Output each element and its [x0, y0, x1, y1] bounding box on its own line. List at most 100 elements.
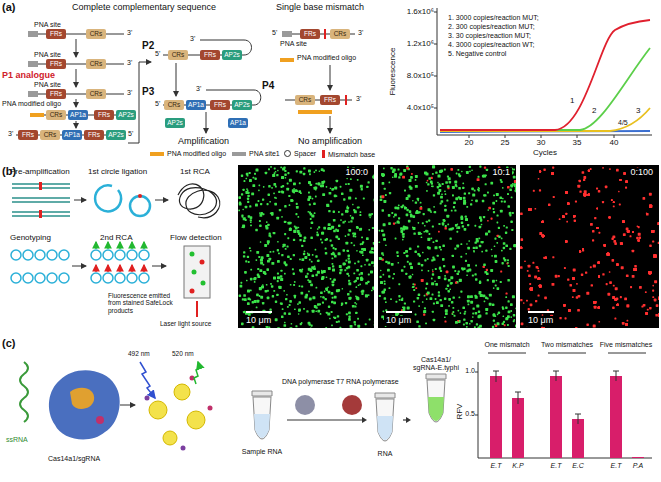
step-name: 1st circle ligation	[88, 167, 147, 176]
section-title: Single base mismatch	[276, 2, 364, 12]
segment-box: AP2s	[165, 118, 185, 128]
curve-number: 2	[592, 106, 596, 115]
segment-box: FRs	[18, 130, 38, 140]
segment-label: FRs	[204, 52, 216, 59]
rca-chains	[11, 250, 149, 283]
segment-box: FRs	[46, 89, 66, 99]
segment-label: FRs	[304, 31, 316, 38]
part-label: Laser light source	[160, 320, 211, 327]
tick-label: 1.2x10⁶	[407, 39, 434, 48]
tick-label: 8.0x10⁵	[407, 71, 434, 80]
part-label: ssRNA	[6, 436, 28, 444]
strand-end: 3'	[127, 59, 132, 67]
step-arrows	[76, 39, 330, 143]
category-label: E.T	[611, 462, 622, 470]
tick-label: 25	[501, 138, 510, 147]
green-probes	[96, 242, 144, 249]
pna-oligos	[30, 58, 332, 117]
preamplification-drawing	[12, 182, 70, 218]
error-bars	[493, 371, 619, 424]
legend-swatch	[150, 152, 164, 156]
panel-letter: (a)	[2, 1, 15, 14]
segment-label: CRs	[168, 102, 181, 109]
segment-box: AP2s	[116, 110, 136, 120]
tube-icon	[424, 373, 448, 431]
series-note: 5. Negative control	[448, 50, 506, 58]
ratio-label: 100:0	[343, 168, 370, 178]
segment-label: FRs	[50, 61, 62, 68]
legend-text: PNA modified oligo	[167, 150, 226, 157]
oligo-label: PNA modified oligo	[2, 100, 61, 108]
legend-item: PNA site1	[232, 150, 280, 157]
flow-particles	[190, 252, 206, 294]
segment-label: FRs	[50, 91, 62, 98]
tick-label: 40	[610, 138, 619, 147]
segment-box: FRs	[84, 130, 104, 140]
tube-label: RNA	[378, 450, 393, 458]
arrow-line	[287, 419, 362, 420]
cas14a1-protein	[49, 370, 120, 439]
t7-polymerase-icon	[342, 395, 362, 415]
step-name: Genotyping	[10, 233, 51, 242]
rca-product	[178, 184, 220, 218]
step-name: Flow detection	[170, 233, 222, 242]
scale-label: 10 μm	[244, 316, 273, 326]
segment-label: CRs	[172, 52, 185, 59]
result-label: No amplification	[298, 136, 362, 146]
reporter-beads	[149, 384, 205, 445]
flow-channel	[184, 246, 210, 298]
tick-label: 20	[465, 138, 474, 147]
strand-end: 5'	[272, 29, 277, 37]
part-label: DNA polymerase	[282, 378, 335, 386]
site-label: PNA site	[34, 81, 61, 89]
reaction-tube: Cas14a1/ sgRNA-E.typhi	[412, 356, 460, 431]
amplification-curves	[440, 20, 650, 132]
flow-arrow	[287, 417, 367, 423]
ratio-label: 0:100	[628, 168, 655, 178]
category-label: E.T	[551, 462, 562, 470]
tube-icon	[250, 390, 274, 448]
chart-axes	[434, 8, 652, 138]
excitation-light	[140, 362, 155, 398]
legend-text: Spacer	[294, 150, 316, 157]
legend-item: PNA modified oligo	[150, 150, 226, 157]
segment-box: CRs	[86, 89, 106, 99]
segment-label: CRs	[50, 112, 63, 119]
segment-box: CRs	[295, 95, 315, 105]
tick-label: 0.5	[465, 410, 475, 418]
segment-box: CRs	[330, 29, 350, 39]
step-name: P1 analogue	[2, 70, 55, 80]
strand-end: 3'	[127, 29, 132, 37]
result-label: Amplification	[178, 136, 229, 146]
mismatch-marks	[325, 29, 346, 105]
segment-box: FRs	[320, 95, 340, 105]
curve-number: 1	[570, 96, 574, 105]
mismatch-dot	[138, 194, 142, 198]
curve-number: 3	[636, 106, 640, 115]
step-name: P2	[142, 40, 154, 52]
segment-label: CRs	[334, 31, 347, 38]
segment-label: AP2s	[224, 52, 240, 59]
segment-label: AP2s	[108, 132, 124, 139]
series-note: 2. 300 copies/reaction MUT;	[448, 23, 535, 31]
reaction-tube: Sample RNA	[238, 390, 286, 456]
strand-end: 5'	[155, 50, 160, 58]
microscopy-dots	[378, 165, 516, 328]
scale-label: 10 μm	[384, 316, 413, 326]
legend-item: Spacer	[284, 150, 316, 157]
segment-box: CRs	[168, 50, 188, 60]
segment-label: AP2s	[167, 120, 183, 127]
strand-end: 3'	[190, 35, 195, 43]
legend-text: Mismatch base	[328, 151, 375, 158]
site-label: PNA site	[34, 51, 61, 59]
category-label: E.T	[491, 462, 502, 470]
scale-bar	[386, 311, 412, 313]
segment-box: AP2s	[232, 100, 252, 110]
legend-item: Mismatch base	[322, 150, 375, 158]
sgrna-shape	[70, 388, 94, 409]
segment-label: AP1a	[70, 112, 86, 119]
segment-box: AP2s	[222, 50, 242, 60]
laser-beam	[196, 301, 198, 317]
segment-label: FRs	[98, 112, 110, 119]
